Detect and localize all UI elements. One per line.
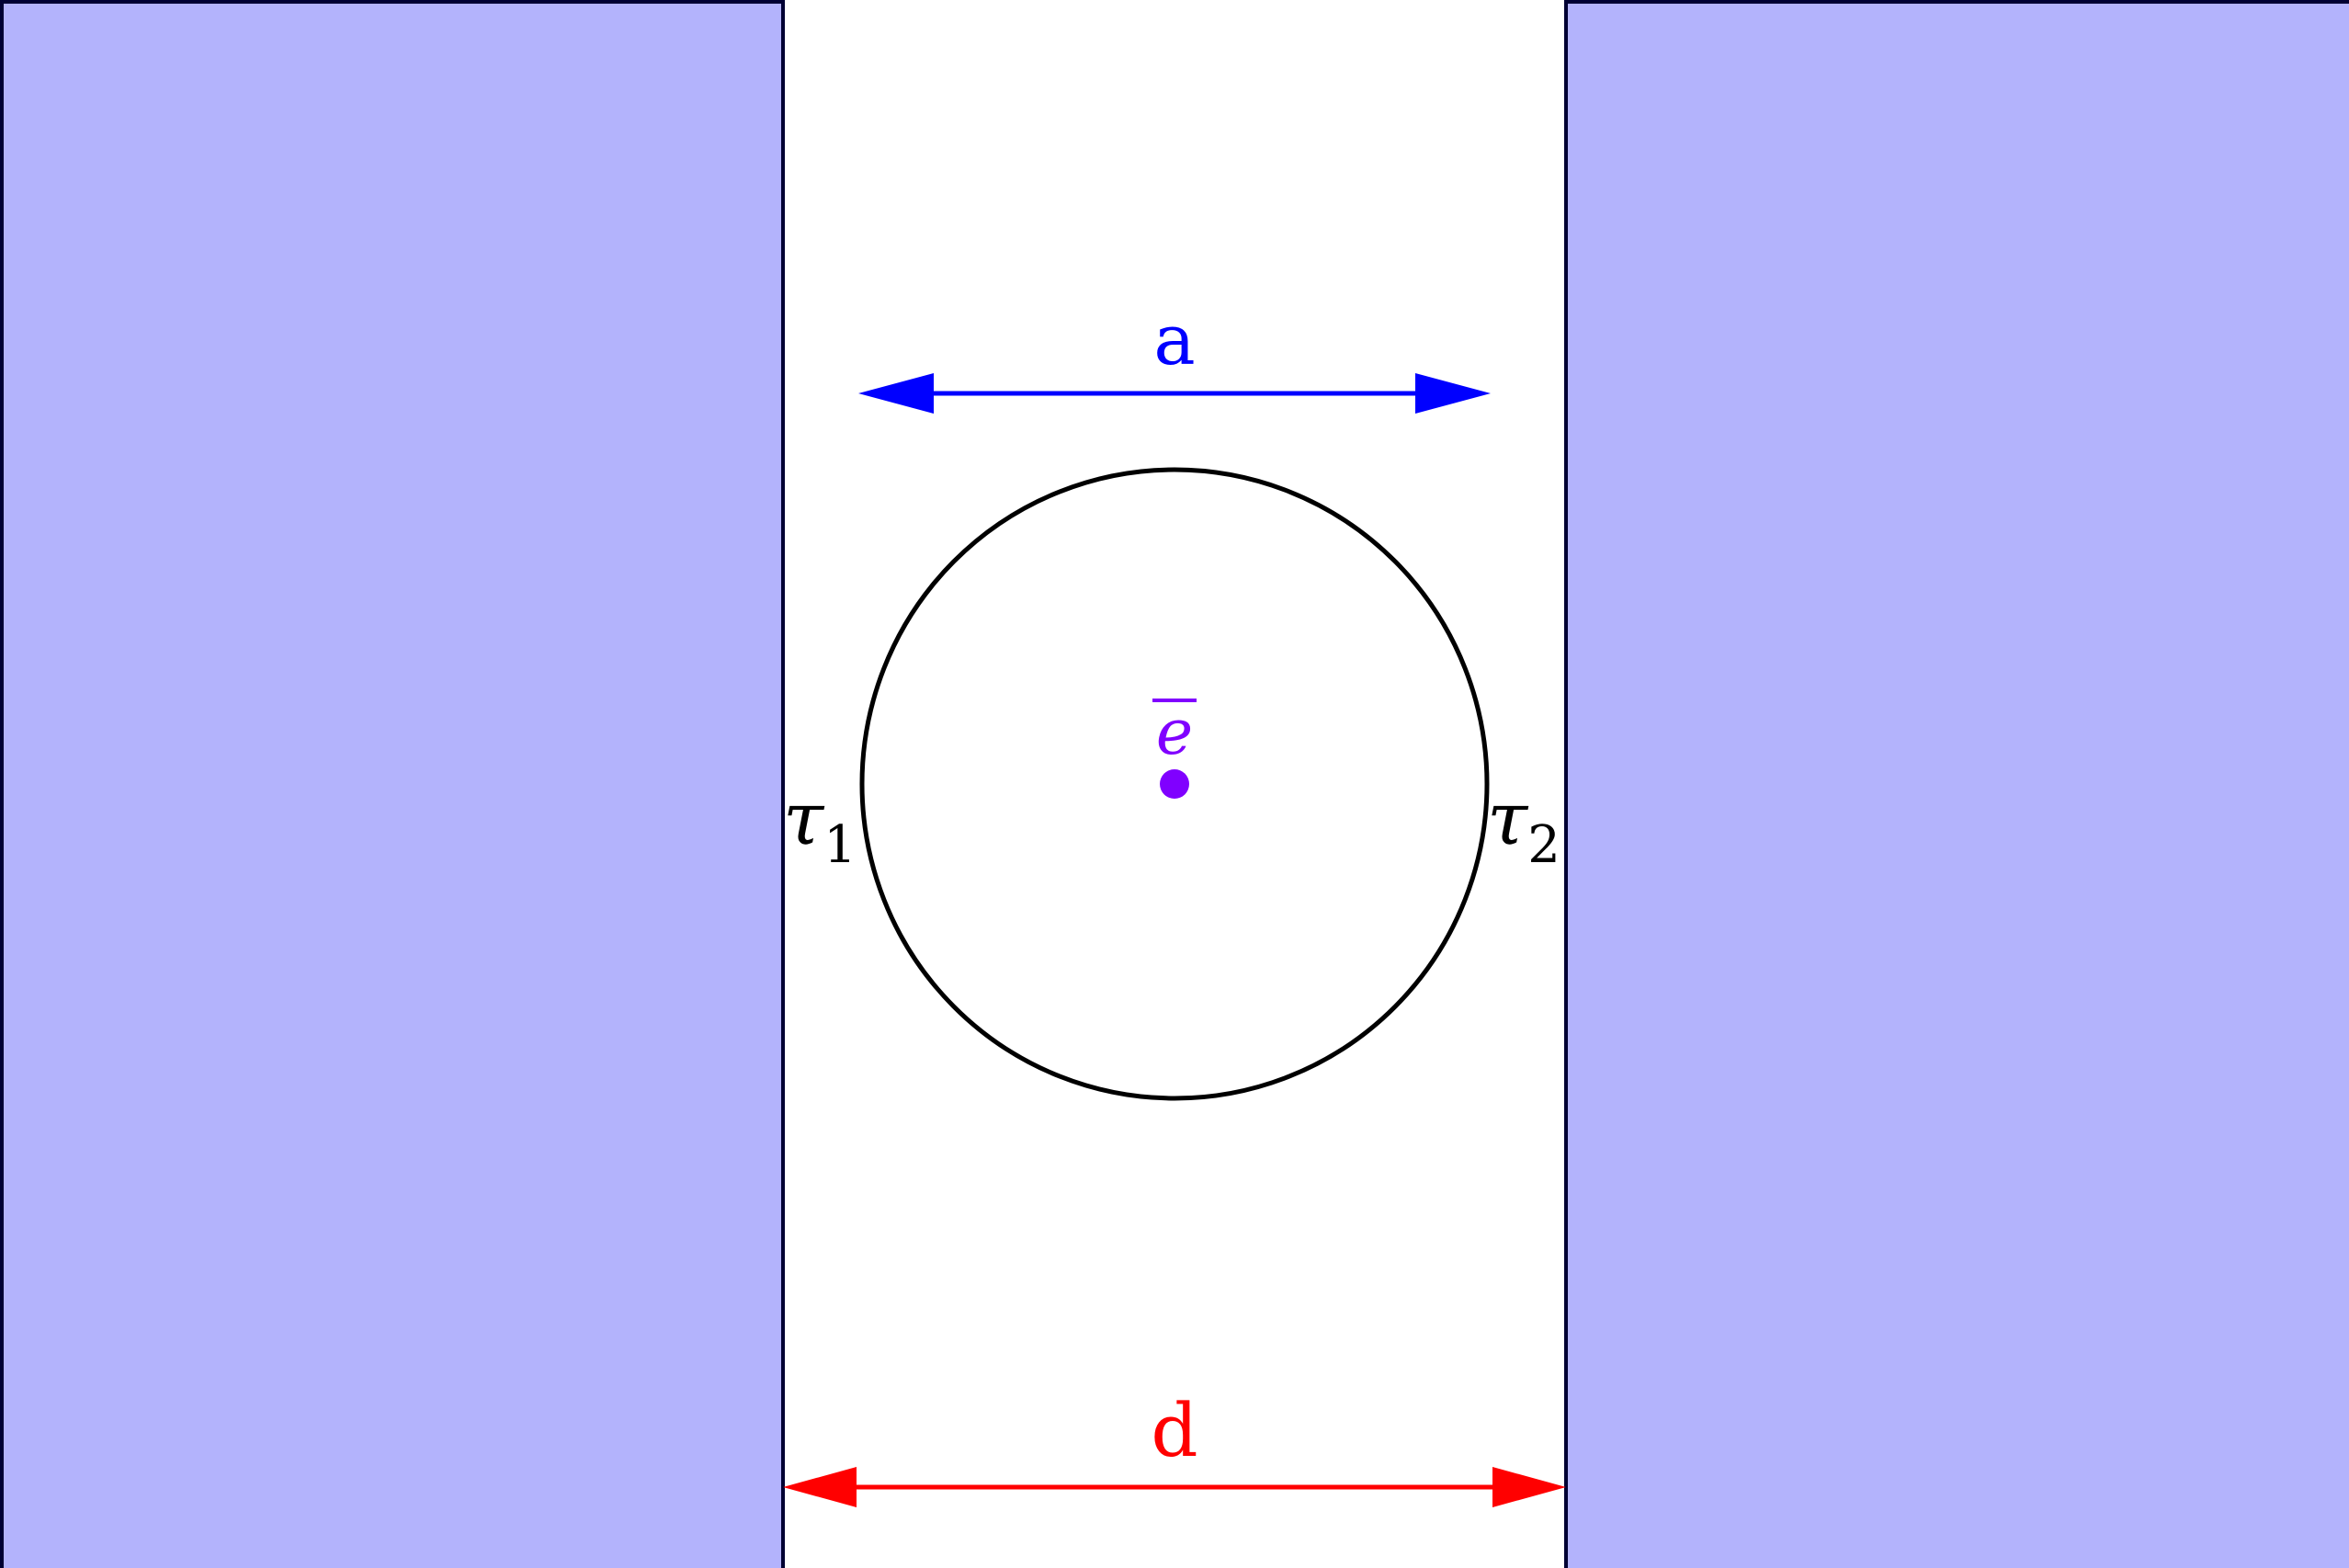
arrow-d-left-head bbox=[783, 1467, 857, 1507]
label-a: a bbox=[1153, 299, 1195, 381]
arrow-a-right-head bbox=[1415, 373, 1491, 414]
electron-label: e bbox=[1156, 697, 1193, 769]
electron-dot-icon bbox=[1160, 769, 1189, 799]
label-tau2: τ2 bbox=[1487, 776, 1560, 875]
label-tau1-sub: 1 bbox=[823, 815, 857, 875]
label-tau2-symbol: τ bbox=[1487, 776, 1529, 861]
label-d: d bbox=[1151, 1388, 1197, 1473]
arrow-d-right-head bbox=[1492, 1467, 1566, 1507]
arrow-a-left-head bbox=[858, 373, 934, 414]
left-plate bbox=[0, 0, 785, 1568]
label-tau1-symbol: τ bbox=[783, 776, 825, 861]
right-plate bbox=[1564, 0, 2349, 1568]
cavity-circle bbox=[859, 467, 1490, 1101]
label-tau2-sub: 2 bbox=[1527, 815, 1560, 875]
label-tau1: τ1 bbox=[783, 776, 857, 875]
